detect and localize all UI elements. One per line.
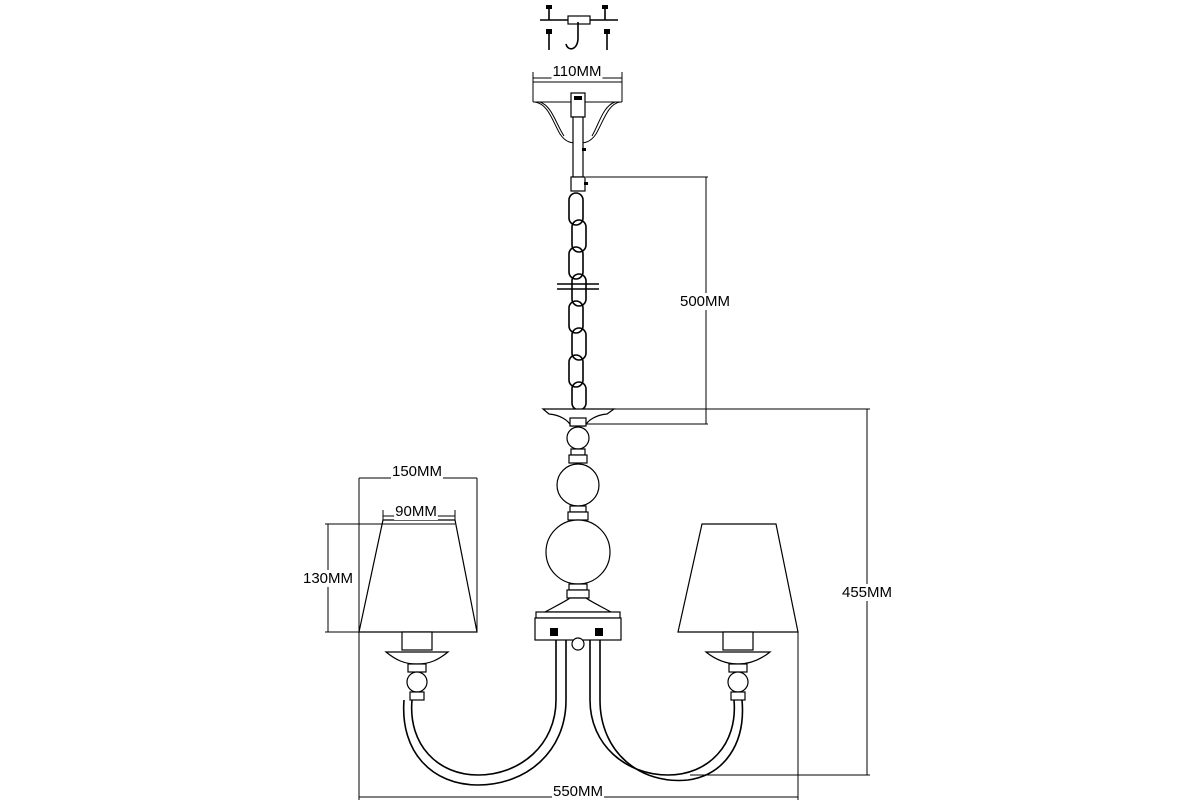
left-lamp [358, 519, 478, 701]
shade-top-diameter-label: 90MM [395, 503, 437, 520]
overall-width-label: 550MM [553, 783, 603, 800]
label-backing [394, 503, 438, 520]
right-lamp [677, 523, 799, 701]
label-backing [301, 570, 355, 587]
arms [402, 640, 744, 786]
chain-links [568, 192, 587, 411]
dimension-lines [325, 72, 870, 800]
screw-icon [546, 5, 552, 20]
body-height-label: 455MM [842, 584, 892, 601]
label-backing [678, 293, 732, 310]
label-backing [390, 463, 444, 480]
label-backing [551, 783, 605, 800]
shade-height-label: 130MM [303, 570, 353, 587]
left-lamp-shade [358, 519, 478, 633]
screw-icon [602, 5, 608, 20]
mounting-hardware [540, 5, 618, 50]
ceiling-hook-icon [565, 22, 579, 50]
label-backing [840, 584, 894, 601]
canopy-width-label: 110MM [553, 63, 602, 80]
body-column [534, 408, 622, 651]
shade-bottom-diameter-label: 150MM [392, 463, 442, 480]
chain-length-label: 500MM [680, 293, 730, 310]
screw-icon [546, 29, 552, 50]
right-lamp-shade [677, 523, 799, 633]
screw-icon [604, 29, 610, 50]
ceiling-canopy [532, 81, 623, 144]
chain-assembly [557, 116, 599, 413]
label-backing [551, 63, 603, 80]
